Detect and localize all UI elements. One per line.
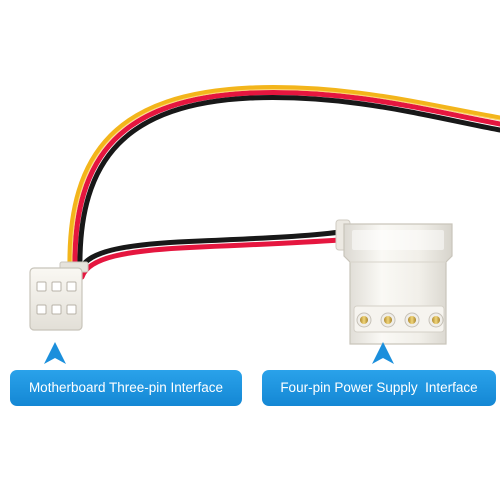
- up-arrow-icon: [372, 342, 394, 364]
- power-supply-interface-label: Four-pin Power Supply Interface: [262, 370, 496, 406]
- up-arrow-icon: [44, 342, 66, 364]
- motherboard-interface-label: Motherboard Three-pin Interface: [10, 370, 242, 406]
- lower-cable: [77, 229, 343, 280]
- three-pin-connector: [29, 261, 89, 331]
- upper-cable: [67, 85, 500, 273]
- four-pin-connector: [335, 219, 453, 345]
